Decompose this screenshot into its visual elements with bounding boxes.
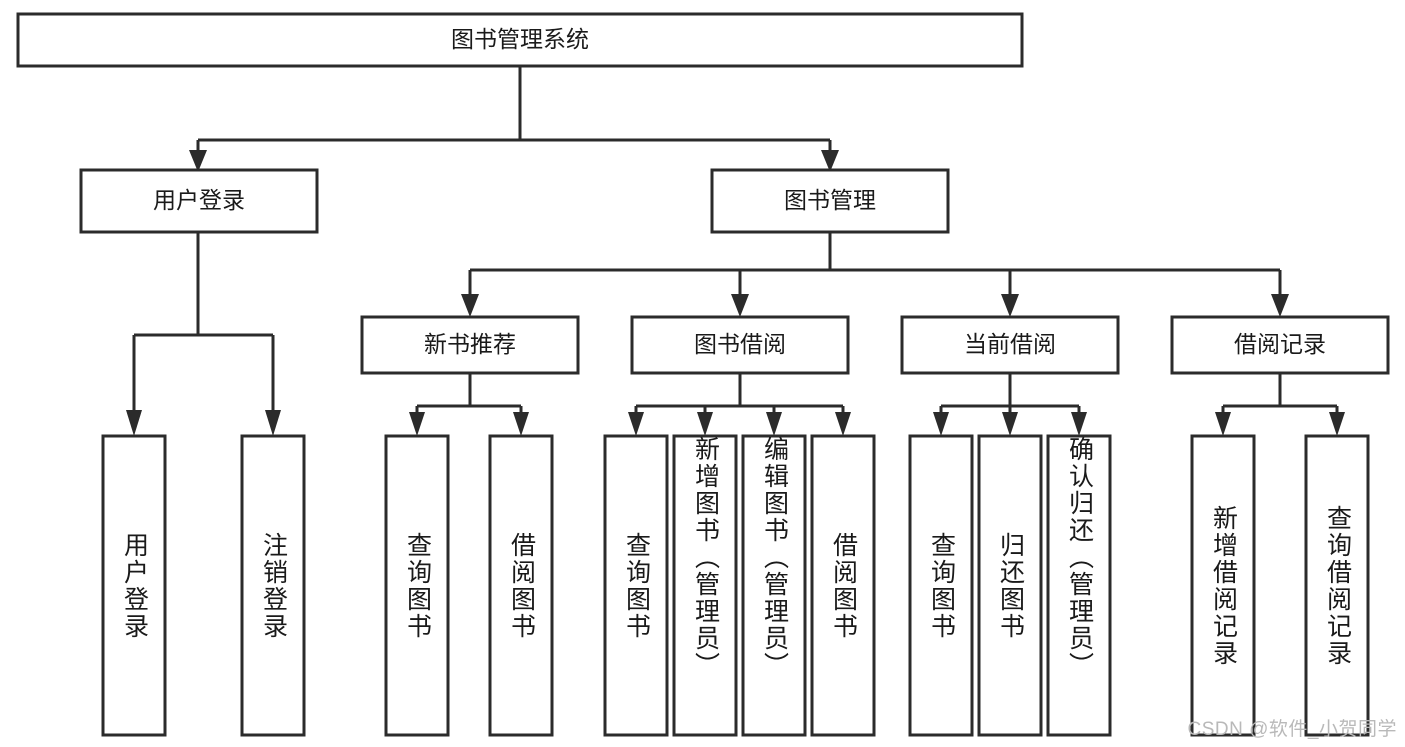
- arrow-new-book-leaf1-icon: [409, 412, 425, 436]
- arrow-borrow-record-leaf1-icon: [1215, 412, 1231, 436]
- leaf-box-layer: [101, 434, 1370, 737]
- node-current-borrow[interactable]: 当前借阅: [900, 315, 1120, 375]
- arrow-to-current-borrow-icon: [1001, 294, 1019, 317]
- node-book-borrow-box[interactable]: [630, 315, 850, 375]
- leaf-box-book-borrow-2[interactable]: [672, 434, 738, 737]
- connector-layer: [126, 66, 1345, 436]
- arrow-current-borrow-leaf2-icon: [1002, 412, 1018, 436]
- node-book-manage[interactable]: 图书管理: [710, 168, 950, 234]
- node-current-borrow-label: 当前借阅: [964, 331, 1056, 357]
- arrow-current-borrow-leaf3-icon: [1071, 412, 1087, 436]
- leaf-box-new-book-1[interactable]: [384, 434, 450, 737]
- node-user-login-label: 用户登录: [153, 187, 245, 213]
- arrow-book-borrow-leaf2-icon: [697, 412, 713, 436]
- arrow-user-login-leaf2-icon: [265, 410, 281, 436]
- node-user-login-box[interactable]: [79, 168, 319, 234]
- leaf-box-borrow-record-1[interactable]: [1190, 434, 1256, 737]
- node-new-book-recommend-label: 新书推荐: [424, 331, 516, 357]
- leaf-box-current-borrow-1[interactable]: [908, 434, 974, 737]
- node-current-borrow-box[interactable]: [900, 315, 1120, 375]
- leaf-box-user-login-1[interactable]: [101, 434, 167, 737]
- leaf-box-new-book-2[interactable]: [488, 434, 554, 737]
- node-root-label: 图书管理系统: [451, 26, 589, 52]
- leaf-box-book-borrow-4[interactable]: [810, 434, 876, 737]
- arrow-book-borrow-leaf3-icon: [766, 412, 782, 436]
- node-user-login[interactable]: 用户登录: [79, 168, 319, 234]
- arrow-user-login-leaf1-icon: [126, 410, 142, 436]
- arrow-to-book-borrow-icon: [731, 294, 749, 317]
- arrow-book-borrow-leaf1-icon: [628, 412, 644, 436]
- arrow-book-borrow-leaf4-icon: [835, 412, 851, 436]
- node-new-book-recommend[interactable]: 新书推荐: [360, 315, 580, 375]
- arrow-new-book-leaf2-icon: [513, 412, 529, 436]
- arrow-to-new-book-icon: [461, 294, 479, 317]
- leaf-box-current-borrow-2[interactable]: [977, 434, 1043, 737]
- leaf-box-book-borrow-1[interactable]: [603, 434, 669, 737]
- node-root-box[interactable]: [16, 12, 1024, 68]
- arrow-borrow-record-leaf2-icon: [1329, 412, 1345, 436]
- node-book-manage-box[interactable]: [710, 168, 950, 234]
- node-borrow-record-box[interactable]: [1170, 315, 1390, 375]
- node-book-manage-label: 图书管理: [784, 187, 876, 213]
- leaf-box-user-login-2[interactable]: [240, 434, 306, 737]
- node-borrow-record[interactable]: 借阅记录: [1170, 315, 1390, 375]
- leaf-box-current-borrow-3[interactable]: [1046, 434, 1112, 737]
- arrow-current-borrow-leaf1-icon: [933, 412, 949, 436]
- watermark-text: CSDN @软件_小贺同学: [1187, 719, 1397, 740]
- arrow-root-to-user-login-icon: [189, 150, 207, 172]
- leaf-box-book-borrow-3[interactable]: [741, 434, 807, 737]
- node-root[interactable]: 图书管理系统: [16, 12, 1024, 68]
- leaf-box-borrow-record-2[interactable]: [1304, 434, 1370, 737]
- node-new-book-recommend-box[interactable]: [360, 315, 580, 375]
- arrow-to-borrow-record-icon: [1271, 294, 1289, 317]
- node-book-borrow[interactable]: 图书借阅: [630, 315, 850, 375]
- node-borrow-record-label: 借阅记录: [1234, 331, 1326, 357]
- node-book-borrow-label: 图书借阅: [694, 331, 786, 357]
- arrow-root-to-book-manage-icon: [821, 150, 839, 172]
